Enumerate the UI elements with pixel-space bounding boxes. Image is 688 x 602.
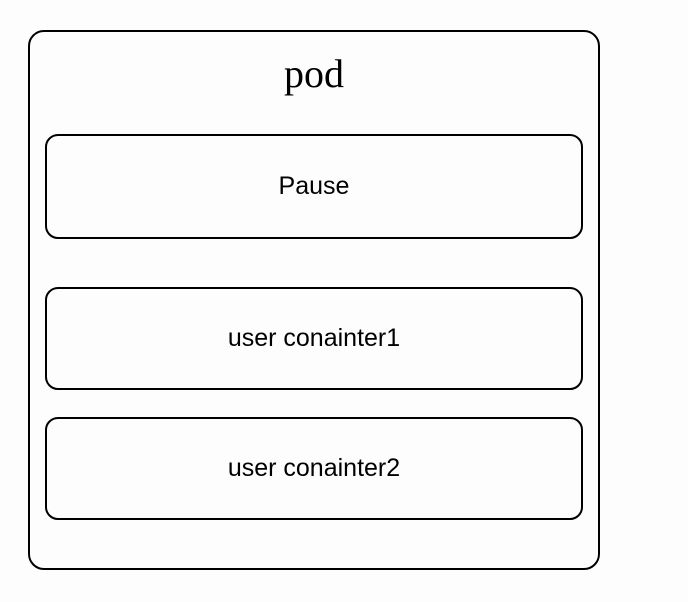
user-container1-box: user conainter1 xyxy=(45,287,583,390)
pod-title: pod xyxy=(284,51,344,96)
user-container1-label: user conainter1 xyxy=(227,324,401,352)
user-container2-label: user conainter2 xyxy=(227,454,401,482)
pause-container-box: Pause xyxy=(45,134,583,239)
pod-box: pod Pause user conainter1 user conainter… xyxy=(28,30,600,570)
user-container2-box: user conainter2 xyxy=(45,417,583,520)
pause-container-label: Pause xyxy=(278,172,350,200)
